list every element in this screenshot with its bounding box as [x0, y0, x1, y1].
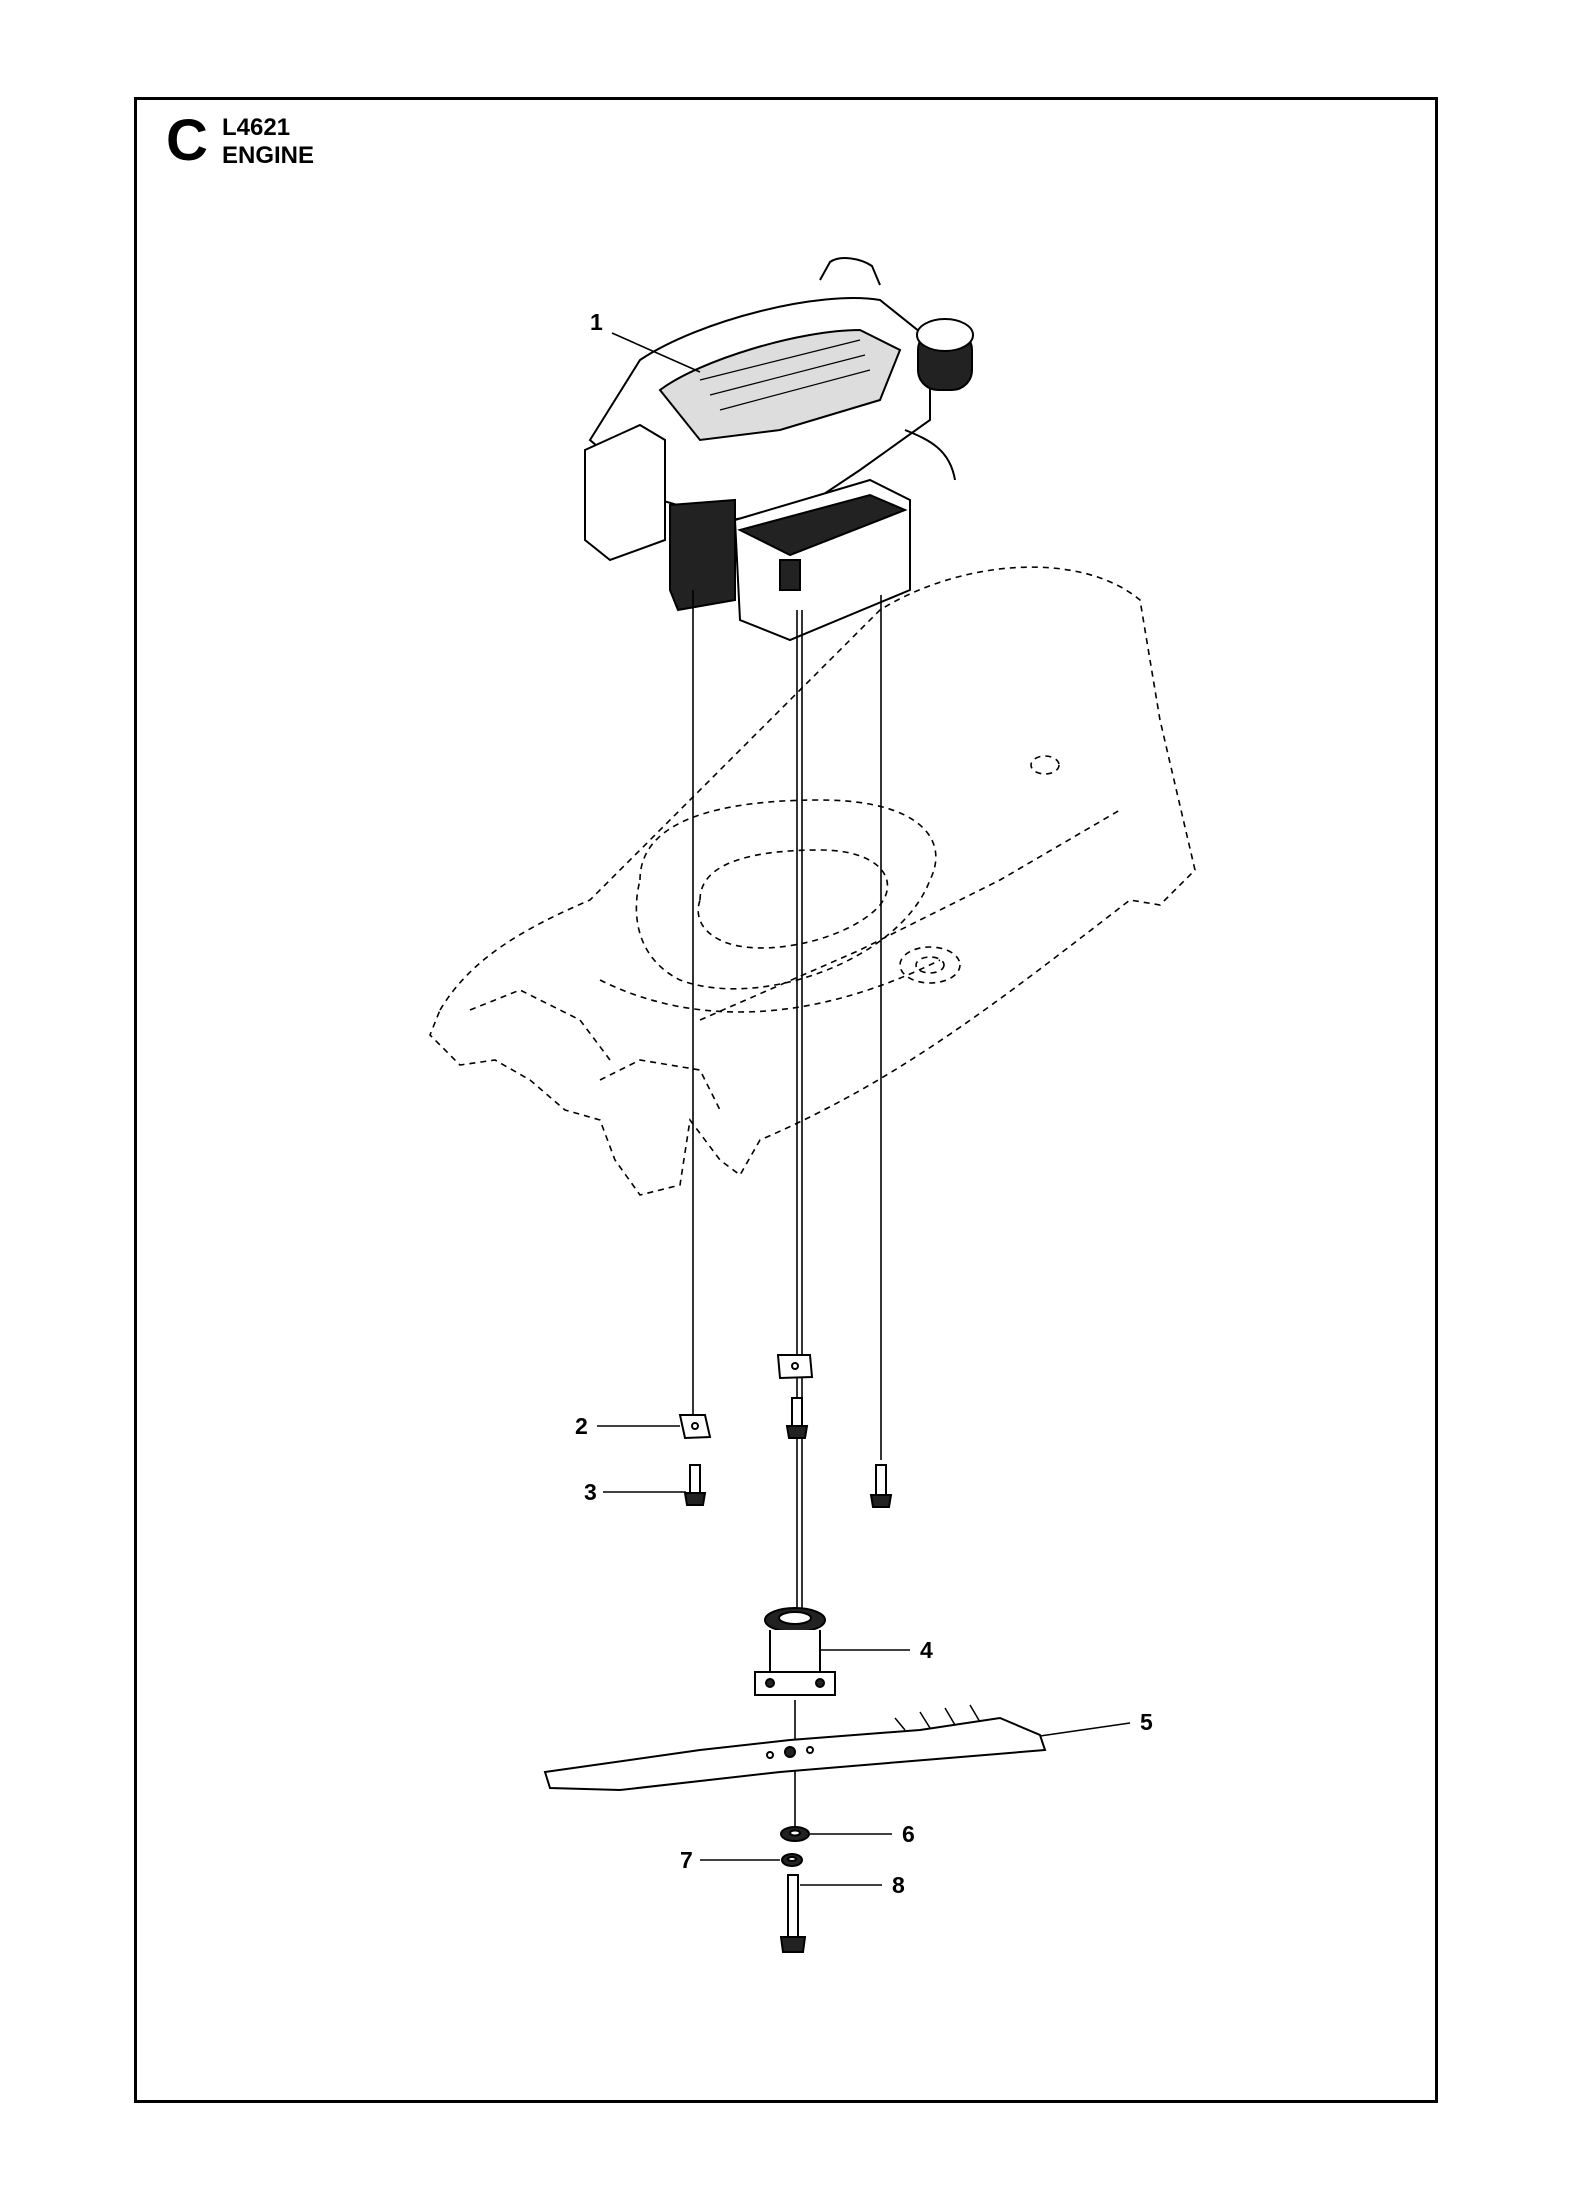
leader-lines: [597, 332, 1131, 1886]
callout-1: 1: [590, 309, 603, 335]
callout-7: 7: [680, 1847, 693, 1873]
callout-4: 4: [920, 1637, 933, 1663]
callout-6: 6: [902, 1821, 915, 1847]
callout-3: 3: [584, 1479, 597, 1505]
engine-bolt-right: [869, 1464, 893, 1508]
engine-bolt-3: [683, 1464, 707, 1506]
washer-plate-2: [678, 1414, 712, 1440]
blade-adapter-4: [754, 1607, 836, 1696]
washer-6: [780, 1826, 810, 1842]
model-number: L4621: [222, 114, 291, 141]
washer-plate-center: [776, 1354, 814, 1380]
mower-deck-outline: [429, 566, 1196, 1196]
blade-bolt-8: [779, 1874, 807, 1953]
callout-2: 2: [575, 1413, 588, 1439]
callout-8: 8: [892, 1872, 905, 1898]
alignment-lines: [692, 590, 882, 1840]
page-title: ENGINE: [222, 142, 315, 169]
engine-illustration: [584, 257, 974, 642]
lock-washer-7: [781, 1853, 803, 1867]
section-letter: C: [166, 108, 208, 173]
cutting-blade-5: [543, 1704, 1047, 1792]
engine-bolt-center: [785, 1397, 809, 1439]
page-frame: [134, 97, 1438, 2103]
callout-5: 5: [1140, 1709, 1153, 1735]
